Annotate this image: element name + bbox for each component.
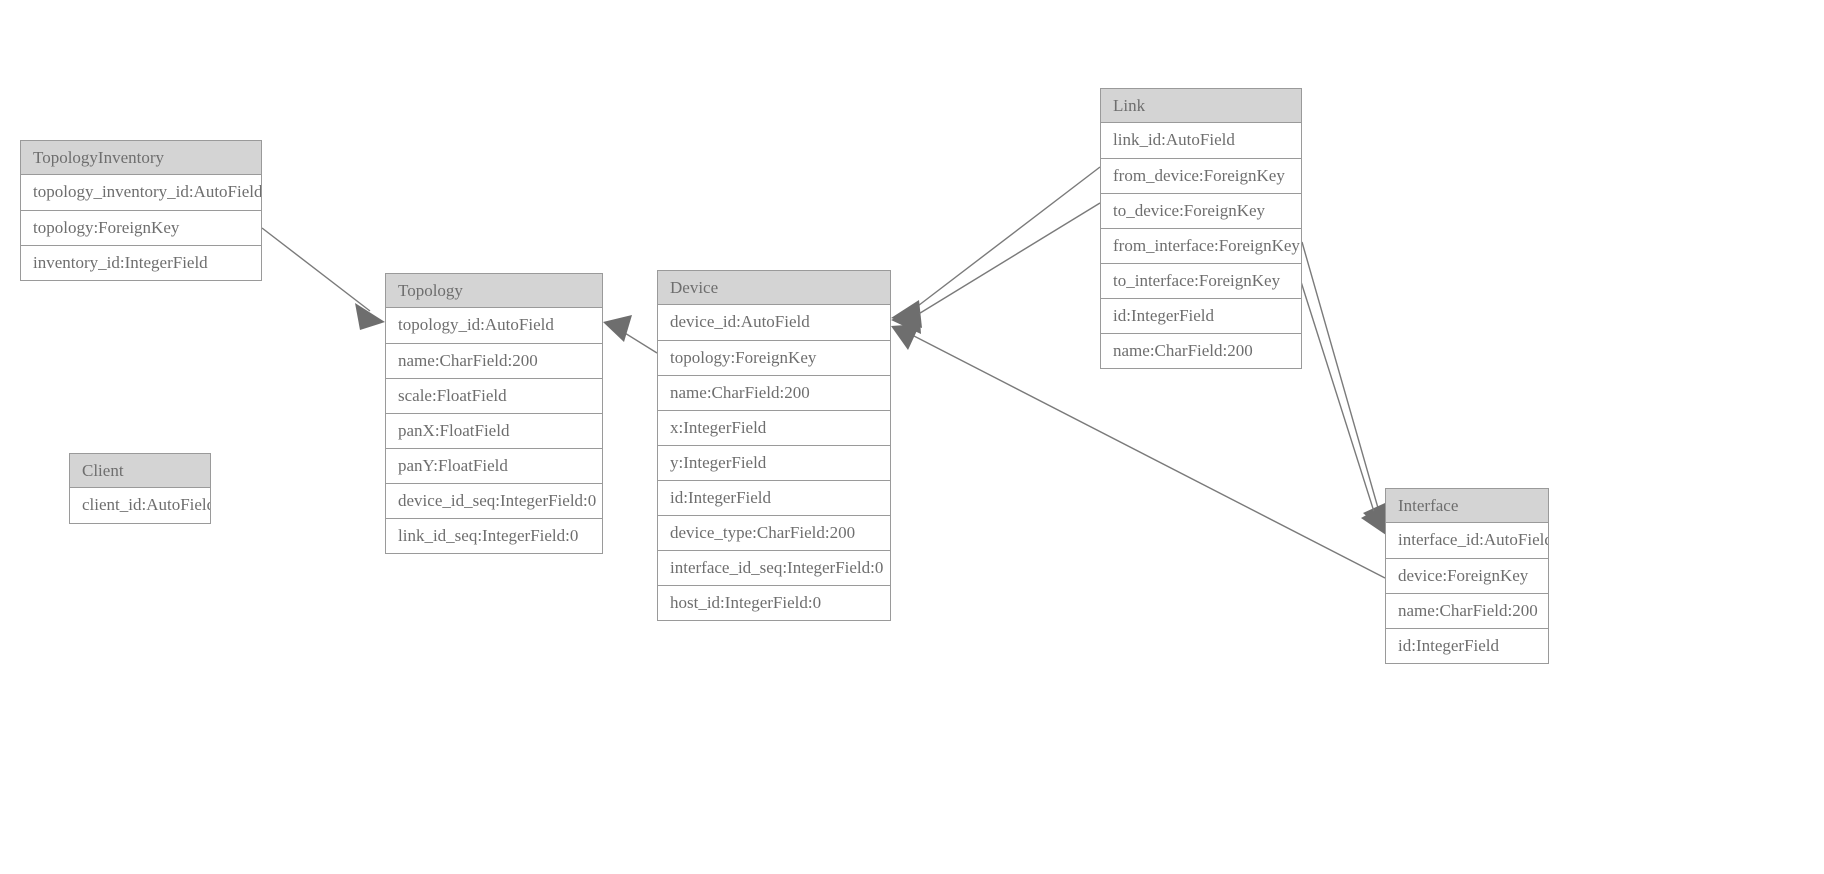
- field-row[interactable]: device_id:AutoField: [670, 312, 810, 331]
- entity-fields-topologyinventory: topology_inventory_id:AutoField topology…: [21, 175, 261, 280]
- entity-link[interactable]: Link link_id:AutoField from_device:Forei…: [1100, 88, 1302, 369]
- entity-interface[interactable]: Interface interface_id:AutoField device:…: [1385, 488, 1549, 664]
- edge-topologyinventory-to-topology: [261, 227, 385, 330]
- field-row[interactable]: inventory_id:IntegerField: [21, 245, 261, 280]
- entity-title-topologyinventory: TopologyInventory: [21, 141, 261, 175]
- field-row[interactable]: panY:FloatField: [386, 448, 602, 483]
- field-row[interactable]: to_interface:ForeignKey: [1101, 263, 1301, 298]
- field-row[interactable]: x:IntegerField: [658, 410, 890, 445]
- entity-fields-link: link_id:AutoField from_device:ForeignKey…: [1101, 123, 1301, 368]
- field-row[interactable]: topology_id:AutoField: [398, 315, 554, 334]
- field-row[interactable]: topology:ForeignKey: [658, 340, 890, 375]
- field-row[interactable]: id:IntegerField: [1101, 298, 1301, 333]
- field-row[interactable]: device_id_seq:IntegerField:0: [386, 483, 602, 518]
- field-row[interactable]: name:CharField:200: [658, 375, 890, 410]
- field-row[interactable]: to_device:ForeignKey: [1101, 193, 1301, 228]
- field-row[interactable]: scale:FloatField: [386, 378, 602, 413]
- field-row[interactable]: id:IntegerField: [658, 480, 890, 515]
- field-row[interactable]: host_id:IntegerField:0: [658, 585, 890, 620]
- entity-fields-client: client_id:AutoField: [70, 488, 210, 523]
- field-row[interactable]: panX:FloatField: [386, 413, 602, 448]
- edge-link-to-interface-to-interface: [1295, 265, 1386, 535]
- field-row[interactable]: interface_id_seq:IntegerField:0: [658, 550, 890, 585]
- field-row[interactable]: name:CharField:200: [386, 343, 602, 378]
- field-row[interactable]: from_device:ForeignKey: [1101, 158, 1301, 193]
- field-row[interactable]: interface_id:AutoField: [1398, 530, 1548, 549]
- field-row[interactable]: device:ForeignKey: [1386, 558, 1548, 593]
- field-row[interactable]: from_interface:ForeignKey: [1101, 228, 1301, 263]
- field-row[interactable]: device_type:CharField:200: [658, 515, 890, 550]
- edge-link-to-device-to-device: [891, 202, 1101, 334]
- entity-title-client: Client: [70, 454, 210, 488]
- field-row[interactable]: topology:ForeignKey: [21, 210, 261, 245]
- edge-link-from-device-to-device: [891, 166, 1101, 328]
- entity-title-interface: Interface: [1386, 489, 1548, 523]
- edge-link-from-interface-to-interface: [1301, 241, 1386, 533]
- entity-topologyinventory[interactable]: TopologyInventory topology_inventory_id:…: [20, 140, 262, 281]
- entity-topology[interactable]: Topology topology_id:AutoField name:Char…: [385, 273, 603, 554]
- field-row[interactable]: y:IntegerField: [658, 445, 890, 480]
- field-row[interactable]: name:CharField:200: [1386, 593, 1548, 628]
- field-row[interactable]: id:IntegerField: [1386, 628, 1548, 663]
- entity-fields-interface: interface_id:AutoField device:ForeignKey…: [1386, 523, 1548, 663]
- entity-fields-topology: topology_id:AutoField name:CharField:200…: [386, 308, 602, 553]
- entity-title-topology: Topology: [386, 274, 602, 308]
- entity-device[interactable]: Device device_id:AutoField topology:Fore…: [657, 270, 891, 621]
- entity-client[interactable]: Client client_id:AutoField: [69, 453, 211, 524]
- entity-title-device: Device: [658, 271, 890, 305]
- field-row[interactable]: topology_inventory_id:AutoField: [33, 182, 261, 201]
- edge-device-to-topology: [603, 315, 658, 354]
- field-row[interactable]: name:CharField:200: [1101, 333, 1301, 368]
- field-row[interactable]: client_id:AutoField: [82, 495, 210, 514]
- field-row[interactable]: link_id:AutoField: [1113, 130, 1235, 149]
- field-row[interactable]: link_id_seq:IntegerField:0: [386, 518, 602, 553]
- entity-fields-device: device_id:AutoField topology:ForeignKey …: [658, 305, 890, 620]
- entity-title-link: Link: [1101, 89, 1301, 123]
